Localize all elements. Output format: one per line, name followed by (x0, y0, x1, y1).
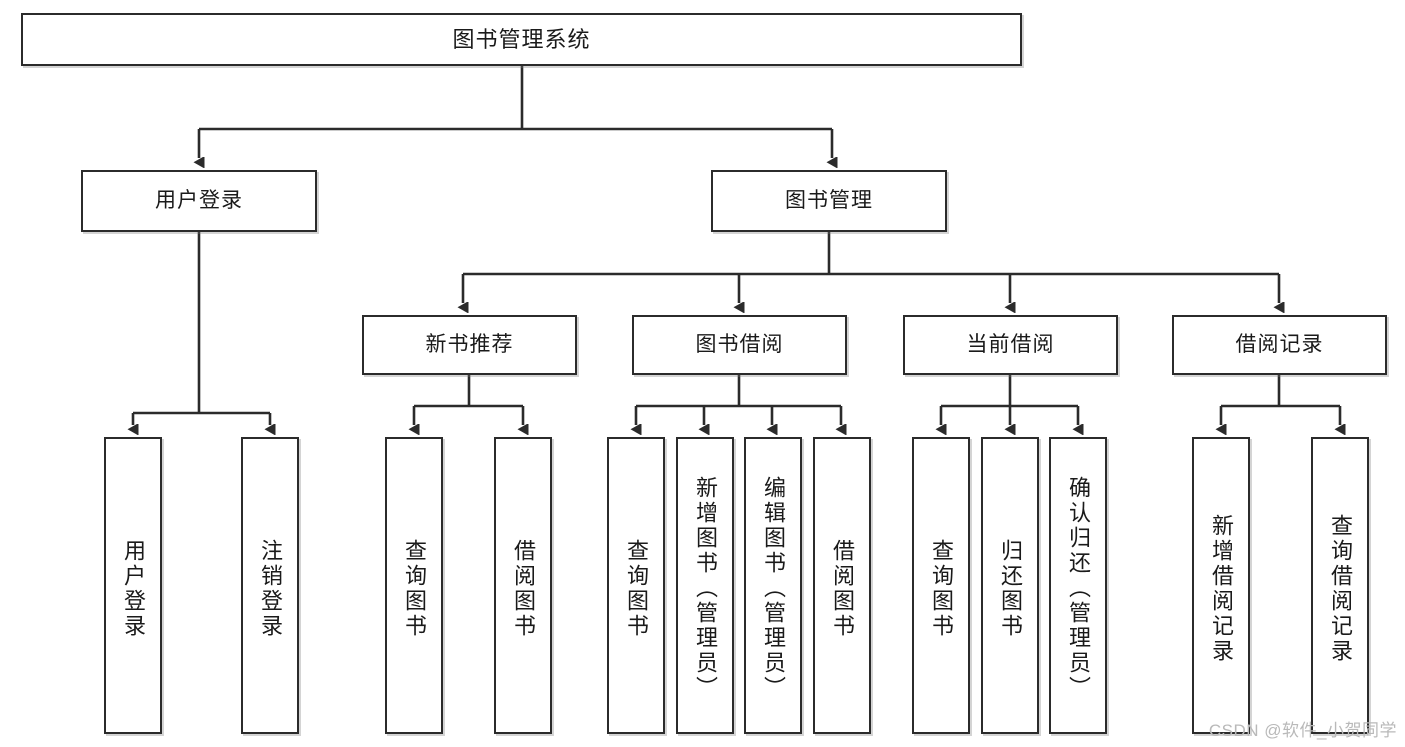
node-label: 查询图书 (928, 538, 954, 639)
node-label: 新书推荐 (425, 332, 514, 356)
leaf-borrow-book-recommend[interactable]: 借阅图书 (494, 437, 552, 734)
leaf-logout[interactable]: 注销登录 (241, 437, 299, 734)
leaf-query-borrow-record[interactable]: 查询借阅记录 (1311, 437, 1369, 734)
leaf-query-book-recommend[interactable]: 查询图书 (385, 437, 443, 734)
node-label: 查询图书 (623, 538, 649, 639)
node-label: 图书管理系统 (452, 26, 591, 52)
node-label: 确认归还（管理员） (1065, 476, 1091, 701)
node-label: 新增借阅记录 (1208, 513, 1234, 664)
node-user-login[interactable]: 用户登录 (81, 170, 317, 232)
node-label: 借阅记录 (1235, 332, 1324, 356)
node-borrow-record[interactable]: 借阅记录 (1172, 315, 1387, 375)
node-label: 借阅图书 (829, 538, 855, 639)
leaf-return-book[interactable]: 归还图书 (981, 437, 1039, 734)
leaf-add-book-admin[interactable]: 新增图书（管理员） (676, 437, 734, 734)
node-new-book-recommend[interactable]: 新书推荐 (362, 315, 577, 375)
node-current-borrow[interactable]: 当前借阅 (903, 315, 1118, 375)
node-label: 图书借阅 (695, 332, 784, 356)
node-label: 借阅图书 (510, 538, 536, 639)
leaf-user-login[interactable]: 用户登录 (104, 437, 162, 734)
node-label: 注销登录 (257, 538, 283, 639)
node-book-borrow[interactable]: 图书借阅 (632, 315, 847, 375)
node-label: 查询图书 (401, 538, 427, 639)
node-label: 当前借阅 (966, 332, 1055, 356)
node-label: 新增图书（管理员） (692, 476, 718, 701)
node-label: 归还图书 (997, 538, 1023, 639)
leaf-edit-book-admin[interactable]: 编辑图书（管理员） (744, 437, 802, 734)
node-label: 图书管理 (785, 188, 873, 212)
leaf-borrow-book[interactable]: 借阅图书 (813, 437, 871, 734)
leaf-add-borrow-record[interactable]: 新增借阅记录 (1192, 437, 1250, 734)
node-label: 用户登录 (155, 188, 243, 212)
node-root-system[interactable]: 图书管理系统 (21, 13, 1022, 66)
node-book-management[interactable]: 图书管理 (711, 170, 947, 232)
node-label: 查询借阅记录 (1327, 513, 1353, 664)
node-label: 编辑图书（管理员） (760, 476, 786, 701)
node-label: 用户登录 (120, 538, 146, 639)
leaf-query-book[interactable]: 查询图书 (607, 437, 665, 734)
leaf-query-book-current[interactable]: 查询图书 (912, 437, 970, 734)
leaf-confirm-return-admin[interactable]: 确认归还（管理员） (1049, 437, 1107, 734)
